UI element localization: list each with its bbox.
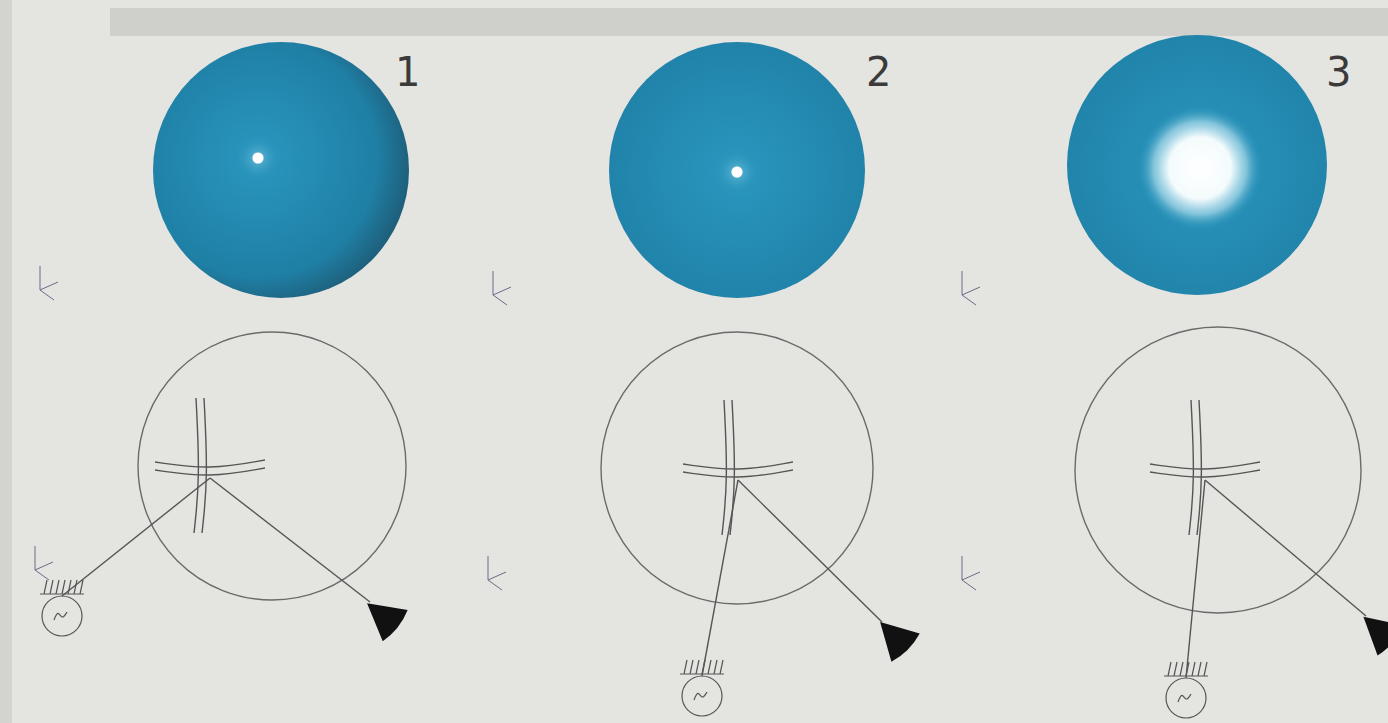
specular-highlight <box>732 167 743 178</box>
shaded-sphere <box>609 42 865 298</box>
callout-number: 2 <box>866 52 891 92</box>
viewer-eye <box>880 622 920 662</box>
callout-number: 3 <box>1326 52 1351 92</box>
paper-edge <box>0 0 12 723</box>
axis-icon <box>962 271 980 305</box>
axis-icon <box>488 556 506 590</box>
reflection-sketch <box>62 332 406 602</box>
shaded-sphere <box>1067 35 1327 295</box>
light-source <box>680 660 724 716</box>
axis-icon <box>962 556 980 590</box>
specular-highlight <box>1138 106 1262 230</box>
axis-icon <box>493 271 511 305</box>
reflection-sketch <box>1075 327 1366 678</box>
paper-strip <box>110 8 1388 36</box>
axis-icon <box>35 546 53 580</box>
viewer-eye <box>367 603 408 641</box>
shaded-sphere <box>153 42 409 298</box>
viewer-eye <box>1363 617 1388 656</box>
callout-number: 1 <box>395 52 420 92</box>
light-source <box>40 580 84 636</box>
specular-highlight <box>253 153 264 164</box>
axis-icon <box>40 266 58 300</box>
specular-highlight <box>715 150 759 194</box>
reflection-sketch <box>601 332 882 676</box>
specular-highlight <box>236 136 280 180</box>
light-source <box>1164 662 1208 718</box>
